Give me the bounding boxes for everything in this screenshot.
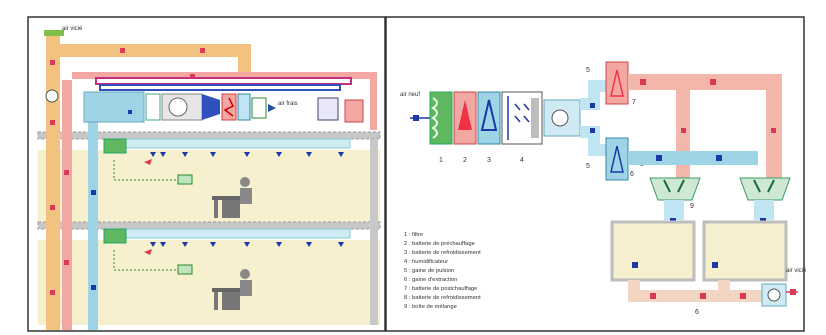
supply-shaft bbox=[88, 95, 98, 330]
right-panel-border bbox=[386, 17, 804, 331]
upper-thermostat bbox=[178, 175, 192, 184]
room-right bbox=[704, 222, 786, 280]
warm-shaft bbox=[62, 80, 72, 330]
humidifier-pack bbox=[531, 98, 539, 138]
exhaust-fan-icon-right bbox=[768, 289, 780, 301]
legend-item: 4 : humidificateur bbox=[404, 259, 448, 265]
legend-item: 8 : batterie de refroidissement bbox=[404, 295, 481, 301]
right-wall bbox=[370, 139, 378, 325]
legend-item: 1 : filtre bbox=[404, 232, 423, 238]
filter-block bbox=[146, 94, 160, 120]
drop-right bbox=[754, 200, 774, 220]
upper-terminal-unit bbox=[104, 139, 126, 153]
lower-thermostat bbox=[178, 265, 192, 274]
label-9: 9 bbox=[690, 203, 694, 210]
mixing-box-right bbox=[740, 178, 790, 200]
lower-terminal-unit bbox=[104, 229, 126, 243]
legend-item: 5 : gaine de pulsion bbox=[404, 268, 454, 274]
component-8-cooling bbox=[606, 138, 628, 180]
drop-left bbox=[664, 200, 684, 220]
left-air-frais-label: air frais bbox=[278, 101, 298, 107]
top-exhaust-duct bbox=[46, 44, 251, 57]
label-5-top: 5 bbox=[586, 67, 590, 74]
component-number-4: 4 bbox=[520, 157, 524, 164]
supply-fan-icon bbox=[552, 110, 568, 126]
branch-marker-top bbox=[590, 103, 595, 108]
legend-item: 7 : batterie de postchauffage bbox=[404, 286, 477, 292]
mixing-box-left bbox=[650, 178, 700, 200]
air-neuf-label: air neuf bbox=[400, 92, 420, 98]
inlet-marker bbox=[413, 115, 419, 121]
label-7: 7 bbox=[632, 99, 636, 106]
label-5-bottom: 5 bbox=[586, 163, 590, 170]
component-number-3: 3 bbox=[487, 157, 491, 164]
left-air-vicie-label: air vicié bbox=[62, 26, 83, 32]
component-number-1: 1 bbox=[439, 157, 443, 164]
upper-ceiling-duct bbox=[118, 139, 350, 148]
legend-item: 6 : gaine d'extraction bbox=[404, 277, 457, 283]
cooling-coil bbox=[238, 94, 250, 120]
exhaust-drop bbox=[238, 44, 251, 72]
branch-marker-bottom bbox=[590, 128, 595, 133]
humidifier bbox=[252, 98, 266, 118]
label-6-return: 6 bbox=[695, 309, 699, 316]
room-left bbox=[612, 222, 694, 280]
legend-item: 3 : batterie de refroidissement bbox=[404, 250, 481, 256]
exhaust-fan-icon bbox=[46, 90, 58, 102]
component-number-2: 2 bbox=[463, 157, 467, 164]
fan-icon bbox=[169, 98, 187, 116]
room-right-marker bbox=[712, 262, 718, 268]
legend-item: 2 : batterie de préchauffage bbox=[404, 241, 475, 247]
label-6: 6 bbox=[630, 171, 634, 178]
lower-ceiling-duct bbox=[118, 229, 350, 238]
chiller-unit bbox=[318, 98, 338, 120]
mixing-box bbox=[84, 92, 144, 122]
room-left-marker bbox=[632, 262, 638, 268]
component-7-postheat bbox=[606, 62, 628, 104]
legend-item: 9 : boîte de mélange bbox=[404, 304, 457, 310]
air-vicie-label-right: air vicié bbox=[786, 268, 807, 274]
exhaust-shaft bbox=[46, 30, 60, 330]
pink-loop-right bbox=[370, 72, 377, 130]
heating-coil bbox=[222, 94, 236, 120]
exhaust-cap bbox=[44, 30, 64, 36]
boiler-unit bbox=[345, 100, 363, 122]
exhaust-outlet-marker bbox=[790, 289, 796, 295]
